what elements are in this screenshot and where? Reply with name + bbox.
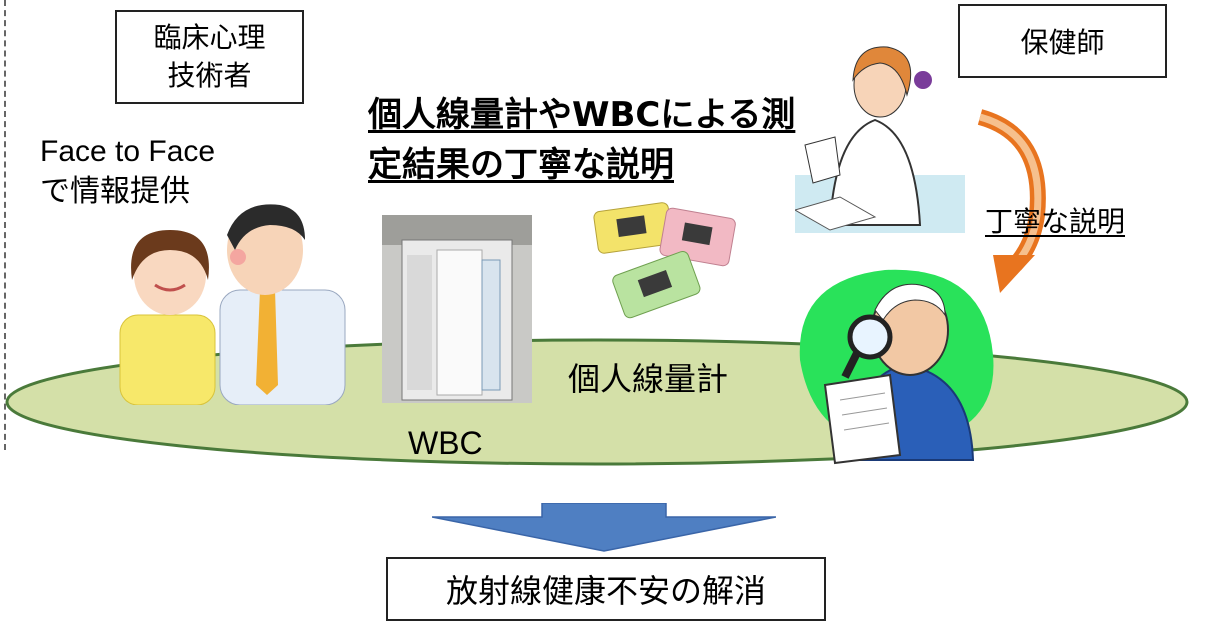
dosimeter-label: 個人線量計 <box>568 360 729 398</box>
nurse-box: 保健師 <box>958 4 1167 78</box>
elderly-man-reading-illustration <box>799 269 994 465</box>
psychologist-line-1: 臨床心理 <box>153 21 266 54</box>
wbc-label: WBC <box>408 425 483 461</box>
nurse-illustration <box>795 46 965 233</box>
face-to-face-line-1: Face to Face <box>40 135 216 168</box>
nurse-label: 保健師 <box>1020 26 1105 59</box>
wbc-machine-photo <box>382 215 532 403</box>
result-box: 放射線健康不安の解消 <box>386 557 826 621</box>
face-to-face-text: Face to Face で情報提供 <box>40 132 215 212</box>
girl-and-man-illustration <box>119 204 346 405</box>
curved-arrow-icon <box>977 109 1046 293</box>
face-to-face-line-2: で情報提供 <box>40 175 190 208</box>
result-label: 放射線健康不安の解消 <box>445 572 766 610</box>
title-line-2: 定結果の丁寧な説明 <box>368 145 674 185</box>
psychologist-box: 臨床心理 技術者 <box>115 10 304 104</box>
left-dashed-border <box>4 0 6 450</box>
title-line-1: 個人線量計やWBCによる測 <box>368 95 796 135</box>
psychologist-line-2: 技術者 <box>167 59 252 92</box>
personal-dosimeters-photo <box>593 202 736 319</box>
careful-explanation-label: 丁寧な説明 <box>985 205 1126 238</box>
down-arrow-icon <box>432 503 776 552</box>
main-title: 個人線量計やWBCによる測 定結果の丁寧な説明 <box>368 90 828 190</box>
